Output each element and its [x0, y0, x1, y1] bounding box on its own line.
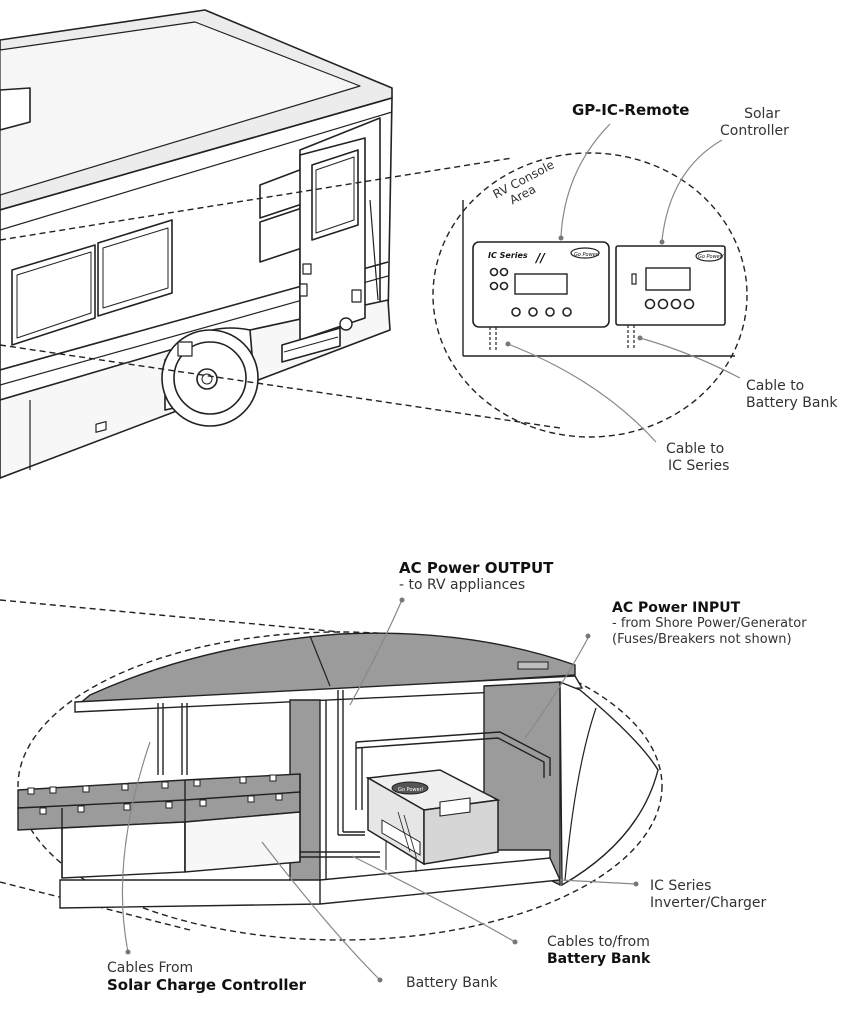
label-battery-bank: Battery Bank — [406, 975, 498, 991]
label-cables-bank-line2: Battery Bank — [547, 951, 651, 967]
ic-remote-device — [472, 241, 610, 350]
label-ic-inverter-line2: Inverter/Charger — [650, 895, 767, 911]
label-ic-series-inverter: IC Series Inverter/Charger — [650, 878, 766, 912]
solar-logo-text: Go Power! — [698, 254, 724, 260]
label-cable-ic-line2: IC Series — [668, 458, 730, 474]
label-cables-solar-line1: Cables From — [107, 960, 194, 976]
label-cable-bank-line2: Battery Bank — [746, 395, 838, 411]
battery-terminals — [27, 774, 283, 815]
label-cables-solar-line2: Solar Charge Controller — [107, 976, 307, 994]
leader-lines-top — [507, 123, 741, 443]
label-solar-line1: Solar — [744, 106, 780, 122]
label-cable-ic-line1: Cable to — [666, 441, 725, 457]
bay-ceiling — [75, 632, 576, 706]
console-interior — [462, 200, 735, 357]
remote-logo-text: Go Power! — [574, 252, 600, 258]
label-gp-ic-remote: GP-IC-Remote — [572, 101, 690, 119]
battery-cables — [300, 851, 380, 858]
label-ac-input-note: (Fuses/Breakers not shown) — [612, 632, 792, 647]
console-callout — [0, 152, 748, 438]
label-cable-to-battery-bank: Cable to Battery Bank — [746, 378, 837, 412]
label-ac-output-desc: - to RV appliances — [399, 577, 526, 593]
ac-output-cables — [337, 690, 365, 836]
leader-dots-top — [505, 235, 665, 347]
label-ac-input-title: AC Power INPUT — [612, 600, 741, 616]
bay-callout — [0, 599, 663, 941]
label-ac-power-output: AC Power OUTPUT - to RV appliances — [399, 560, 553, 594]
battery-bank — [17, 773, 301, 879]
remote-brand-text: IC Series — [488, 251, 528, 260]
leader-lines-bottom — [121, 599, 637, 981]
label-cables-from-solar: Cables From Solar Charge Controller — [107, 960, 306, 994]
label-cable-to-ic-series: Cable to IC Series — [666, 441, 729, 475]
bay-right-wall — [483, 681, 561, 887]
label-ic-inverter-line1: IC Series — [650, 878, 712, 894]
label-ac-input-desc: - from Shore Power/Generator — [612, 616, 807, 631]
ac-input-cables — [355, 731, 551, 810]
label-solar-line2: Controller — [720, 123, 789, 139]
remote-mark-text: // — [534, 251, 546, 265]
label-cables-to-from-battery: Cables to/from Battery Bank — [547, 934, 650, 968]
label-solar-controller: Solar Controller — [720, 106, 789, 140]
rv-body — [0, 9, 393, 479]
label-ac-power-input: AC Power INPUT - from Shore Power/Genera… — [612, 600, 807, 648]
label-cable-bank-line1: Cable to — [746, 378, 805, 394]
label-ac-output-title: AC Power OUTPUT — [399, 559, 554, 577]
solar-cables — [157, 703, 188, 775]
label-cables-bank-line1: Cables to/from — [547, 934, 650, 950]
inverter-logo-text: Go Power! — [398, 787, 424, 793]
solar-controller-device — [615, 245, 726, 348]
leader-dots-bottom — [125, 597, 639, 983]
inverter-charger-device — [365, 769, 501, 872]
